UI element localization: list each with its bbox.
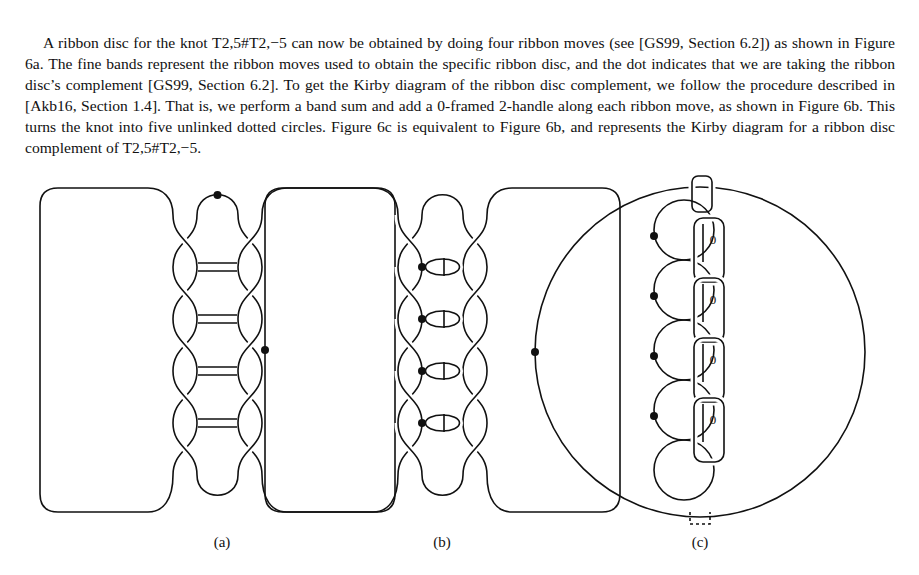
body-paragraph: A ribbon disc for the knot T2,5#T2,−5 ca… [25, 32, 895, 158]
subfigure-label: (c) [692, 534, 709, 551]
arc-gap [438, 186, 448, 194]
knot-diagram-a [40, 188, 395, 512]
framing-number: 0 [710, 352, 717, 368]
knot-diagram-b [265, 188, 620, 512]
framing-number: 0 [710, 292, 717, 308]
framing-number: 0 [710, 232, 717, 248]
two-handles [426, 258, 460, 432]
dot [214, 191, 222, 199]
dot [261, 346, 269, 354]
framing-number: 0 [710, 412, 717, 428]
dots [418, 263, 426, 427]
subfigure-label: (b) [433, 534, 451, 551]
ribbon-bands [198, 263, 237, 427]
subfigure-label: (a) [214, 534, 231, 551]
knot-diagram-c [531, 176, 865, 524]
